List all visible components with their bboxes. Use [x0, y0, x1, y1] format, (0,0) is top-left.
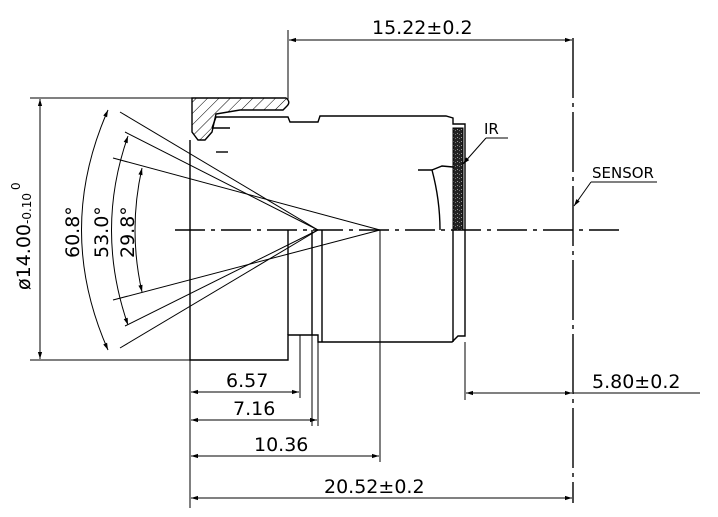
sensor-label: SENSOR [592, 164, 654, 182]
ir-label: IR [484, 120, 499, 138]
dim-overall-top: 15.22±0.2 [372, 17, 473, 39]
angle-arc-29-8 [134, 167, 143, 293]
dim-back-focal: 5.80±0.2 [592, 371, 680, 393]
angle-arc-53-0 [111, 135, 129, 326]
dim-6-57: 6.57 [226, 370, 268, 392]
ir-filter [452, 127, 464, 231]
lens-barrel [189, 115, 466, 361]
dim-7-16: 7.16 [233, 398, 275, 420]
front-cap-section [191, 97, 290, 141]
angle-label-29-8: 29.8° [117, 206, 139, 258]
dim-diameter-upper-tol: 0 [9, 182, 23, 190]
dim-10-36: 10.36 [254, 434, 308, 456]
angle-label-53-0: 53.0° [91, 206, 113, 258]
dim-diameter: ø14.00 [13, 224, 35, 290]
dim-total-length: 20.52±0.2 [324, 476, 425, 498]
field-rays [112, 111, 381, 349]
dim-diameter-lower-tol: -0.10 [20, 193, 34, 224]
angle-arc-60-8 [81, 109, 109, 351]
angle-label-60-8: 60.8° [62, 206, 84, 258]
